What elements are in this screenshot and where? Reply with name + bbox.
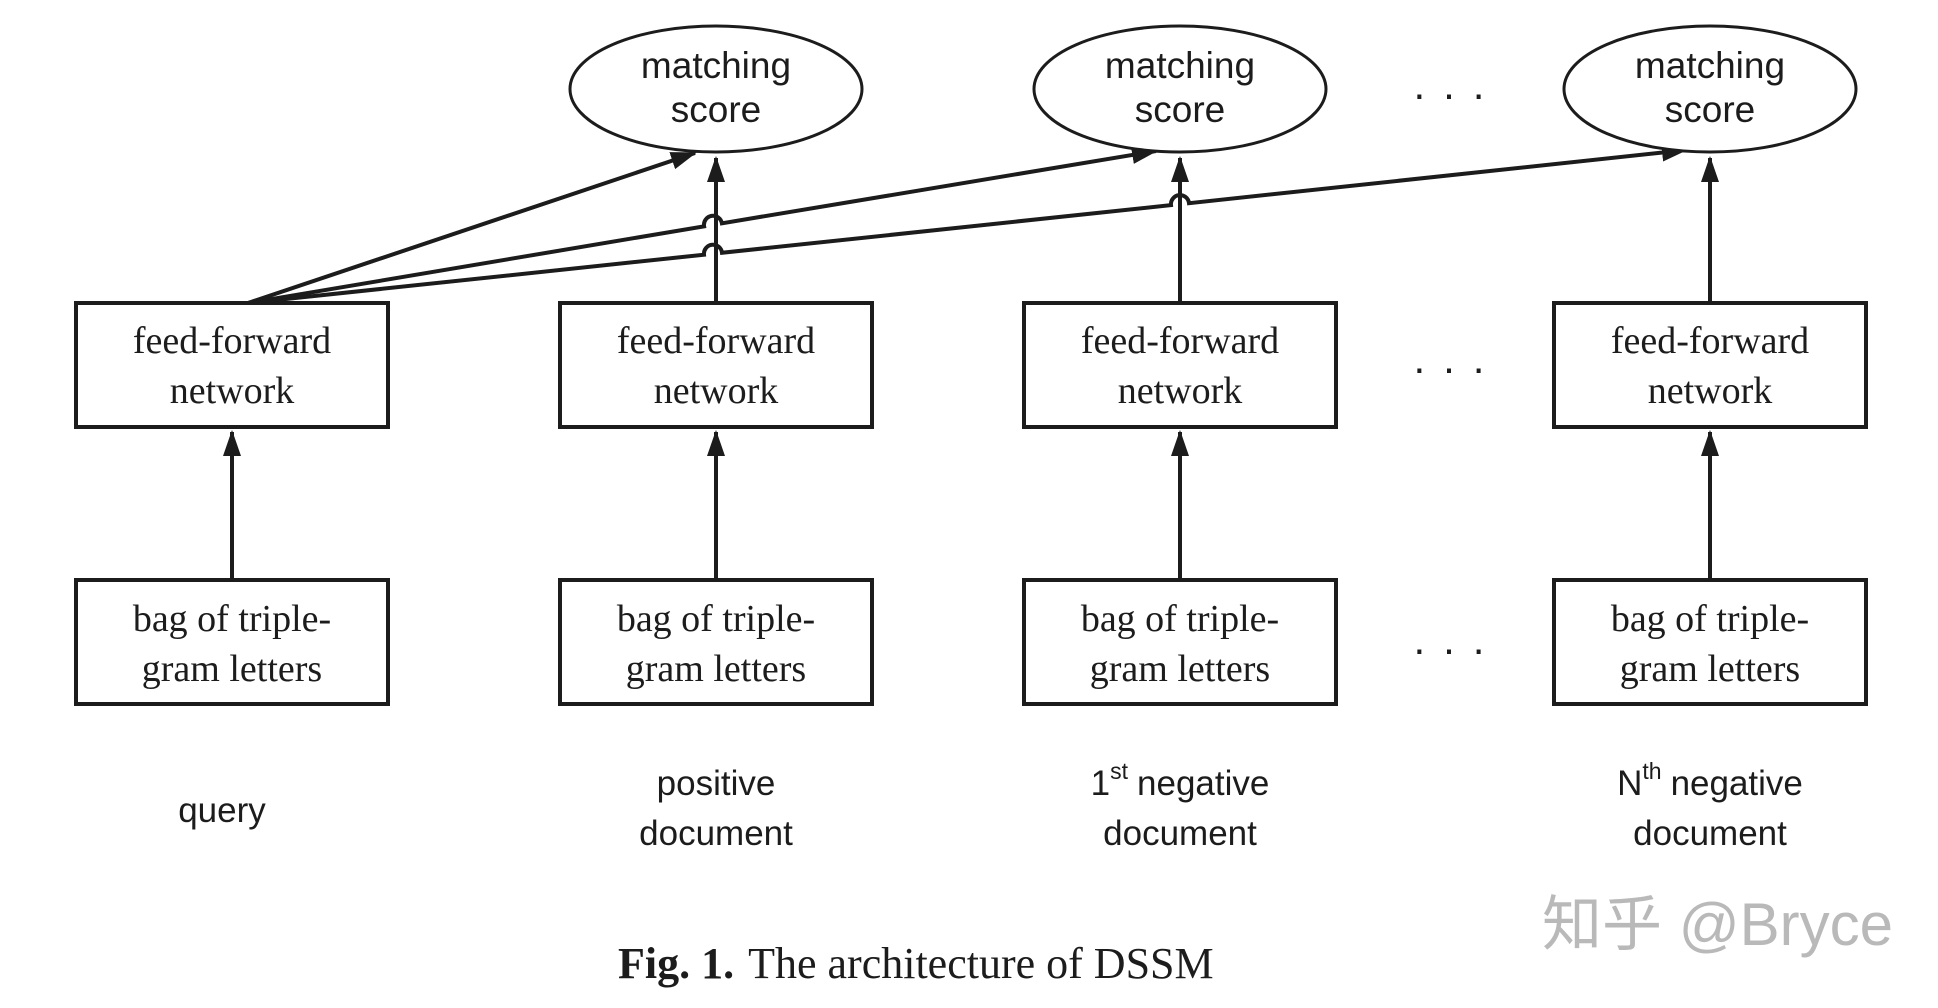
feed-forward-node-query: feed-forward network [74, 301, 390, 429]
first-negative-document-label: 1st negative document [1091, 758, 1270, 853]
matching-score-label-line1: matching [1105, 45, 1255, 86]
trigram-bag-label-line2: gram letters [1090, 648, 1270, 690]
trigram-bag-label-line2: gram letters [142, 648, 322, 690]
neg1-base: 1 [1091, 764, 1110, 803]
query-label: query [178, 791, 266, 830]
matching-score-label-line1: matching [641, 45, 791, 86]
feed-forward-nodes: feed-forward network feed-forward networ… [74, 301, 1868, 429]
first-negative-document-label-line2: document [1103, 814, 1257, 853]
matching-score-node-neg1: matching score [1032, 24, 1328, 154]
trigram-bag-box [558, 578, 874, 706]
caption-figure-number: Fig. 1. [618, 939, 734, 988]
nth-negative-document-label: Nth negative document [1617, 758, 1803, 853]
feed-forward-box [1552, 301, 1868, 429]
figure-caption: Fig. 1. The architecture of DSSM [618, 939, 1214, 988]
matching-score-ellipse [1032, 24, 1328, 154]
network-to-score-arrows [707, 156, 1719, 301]
matching-score-label-line2: score [1135, 89, 1225, 130]
ellipsis-dots-networks: · · · [1412, 344, 1487, 391]
trigram-bag-label-line1: bag of triple- [617, 598, 815, 640]
neg1-superscript: st [1110, 758, 1129, 784]
feed-forward-label-line1: feed-forward [133, 320, 331, 362]
feed-forward-label-line2: network [654, 370, 779, 412]
trigram-bag-box [1552, 578, 1868, 706]
ellipsis-dots-scores: · · · [1412, 70, 1487, 117]
feed-forward-box [558, 301, 874, 429]
feed-forward-label-line1: feed-forward [1081, 320, 1279, 362]
feed-forward-box [74, 301, 390, 429]
watermark: 知乎 @Bryce [1542, 891, 1893, 958]
trigram-bag-label-line2: gram letters [626, 648, 806, 690]
ellipsis-separators: · · · · · · · · · [1412, 70, 1487, 672]
trigram-bag-node-negN: bag of triple- gram letters [1552, 578, 1868, 706]
positive-document-label-line1: positive [657, 764, 776, 803]
feed-forward-node-positive: feed-forward network [558, 301, 874, 429]
feed-forward-box [1022, 301, 1338, 429]
positive-document-label: positive document [639, 764, 793, 853]
first-negative-document-label-line1: 1st negative [1091, 758, 1270, 803]
nth-negative-document-label-line2: document [1633, 814, 1787, 853]
trigram-bag-label-line1: bag of triple- [133, 598, 331, 640]
matching-score-nodes: matching score matching score matching s… [568, 24, 1858, 154]
matching-score-ellipse [1562, 24, 1858, 154]
trigram-bag-node-query: bag of triple- gram letters [74, 578, 390, 706]
neg1-rest: negative [1137, 764, 1269, 803]
caption-text: The architecture of DSSM [748, 939, 1214, 988]
feed-forward-label-line2: network [170, 370, 295, 412]
query-to-score1-arrow [247, 151, 697, 305]
matching-score-node-positive: matching score [568, 24, 864, 154]
feed-forward-label-line1: feed-forward [1611, 320, 1809, 362]
feed-forward-node-neg1: feed-forward network [1022, 301, 1338, 429]
trigram-bag-label-line2: gram letters [1620, 648, 1800, 690]
trigram-bag-box [74, 578, 390, 706]
trigram-bag-node-positive: bag of triple- gram letters [558, 578, 874, 706]
negN-superscript: th [1642, 758, 1661, 784]
matching-score-label-line2: score [671, 89, 761, 130]
feed-forward-label-line2: network [1648, 370, 1773, 412]
bag-to-network-arrows [223, 430, 1719, 578]
column-labels: query positive document 1st negative docu… [178, 758, 1803, 853]
query-to-score3-arrow [247, 143, 1688, 305]
ellipsis-dots-bags: · · · [1412, 625, 1487, 672]
trigram-bag-nodes: bag of triple- gram letters bag of tripl… [74, 578, 1868, 706]
matching-score-node-negN: matching score [1562, 24, 1858, 154]
trigram-bag-box [1022, 578, 1338, 706]
positive-document-label-line2: document [639, 814, 793, 853]
feed-forward-label-line2: network [1118, 370, 1243, 412]
trigram-bag-label-line1: bag of triple- [1081, 598, 1279, 640]
trigram-bag-label-line1: bag of triple- [1611, 598, 1809, 640]
nth-negative-document-label-line1: Nth negative [1617, 758, 1803, 803]
feed-forward-node-negN: feed-forward network [1552, 301, 1868, 429]
feed-forward-label-line1: feed-forward [617, 320, 815, 362]
matching-score-ellipse [568, 24, 864, 154]
negN-rest: negative [1671, 764, 1803, 803]
trigram-bag-node-neg1: bag of triple- gram letters [1022, 578, 1338, 706]
query-network-fanout-arrows [247, 143, 1688, 305]
matching-score-label-line1: matching [1635, 45, 1785, 86]
query-to-score2-arrow [247, 146, 1158, 305]
matching-score-label-line2: score [1665, 89, 1755, 130]
negN-base: N [1617, 764, 1642, 803]
